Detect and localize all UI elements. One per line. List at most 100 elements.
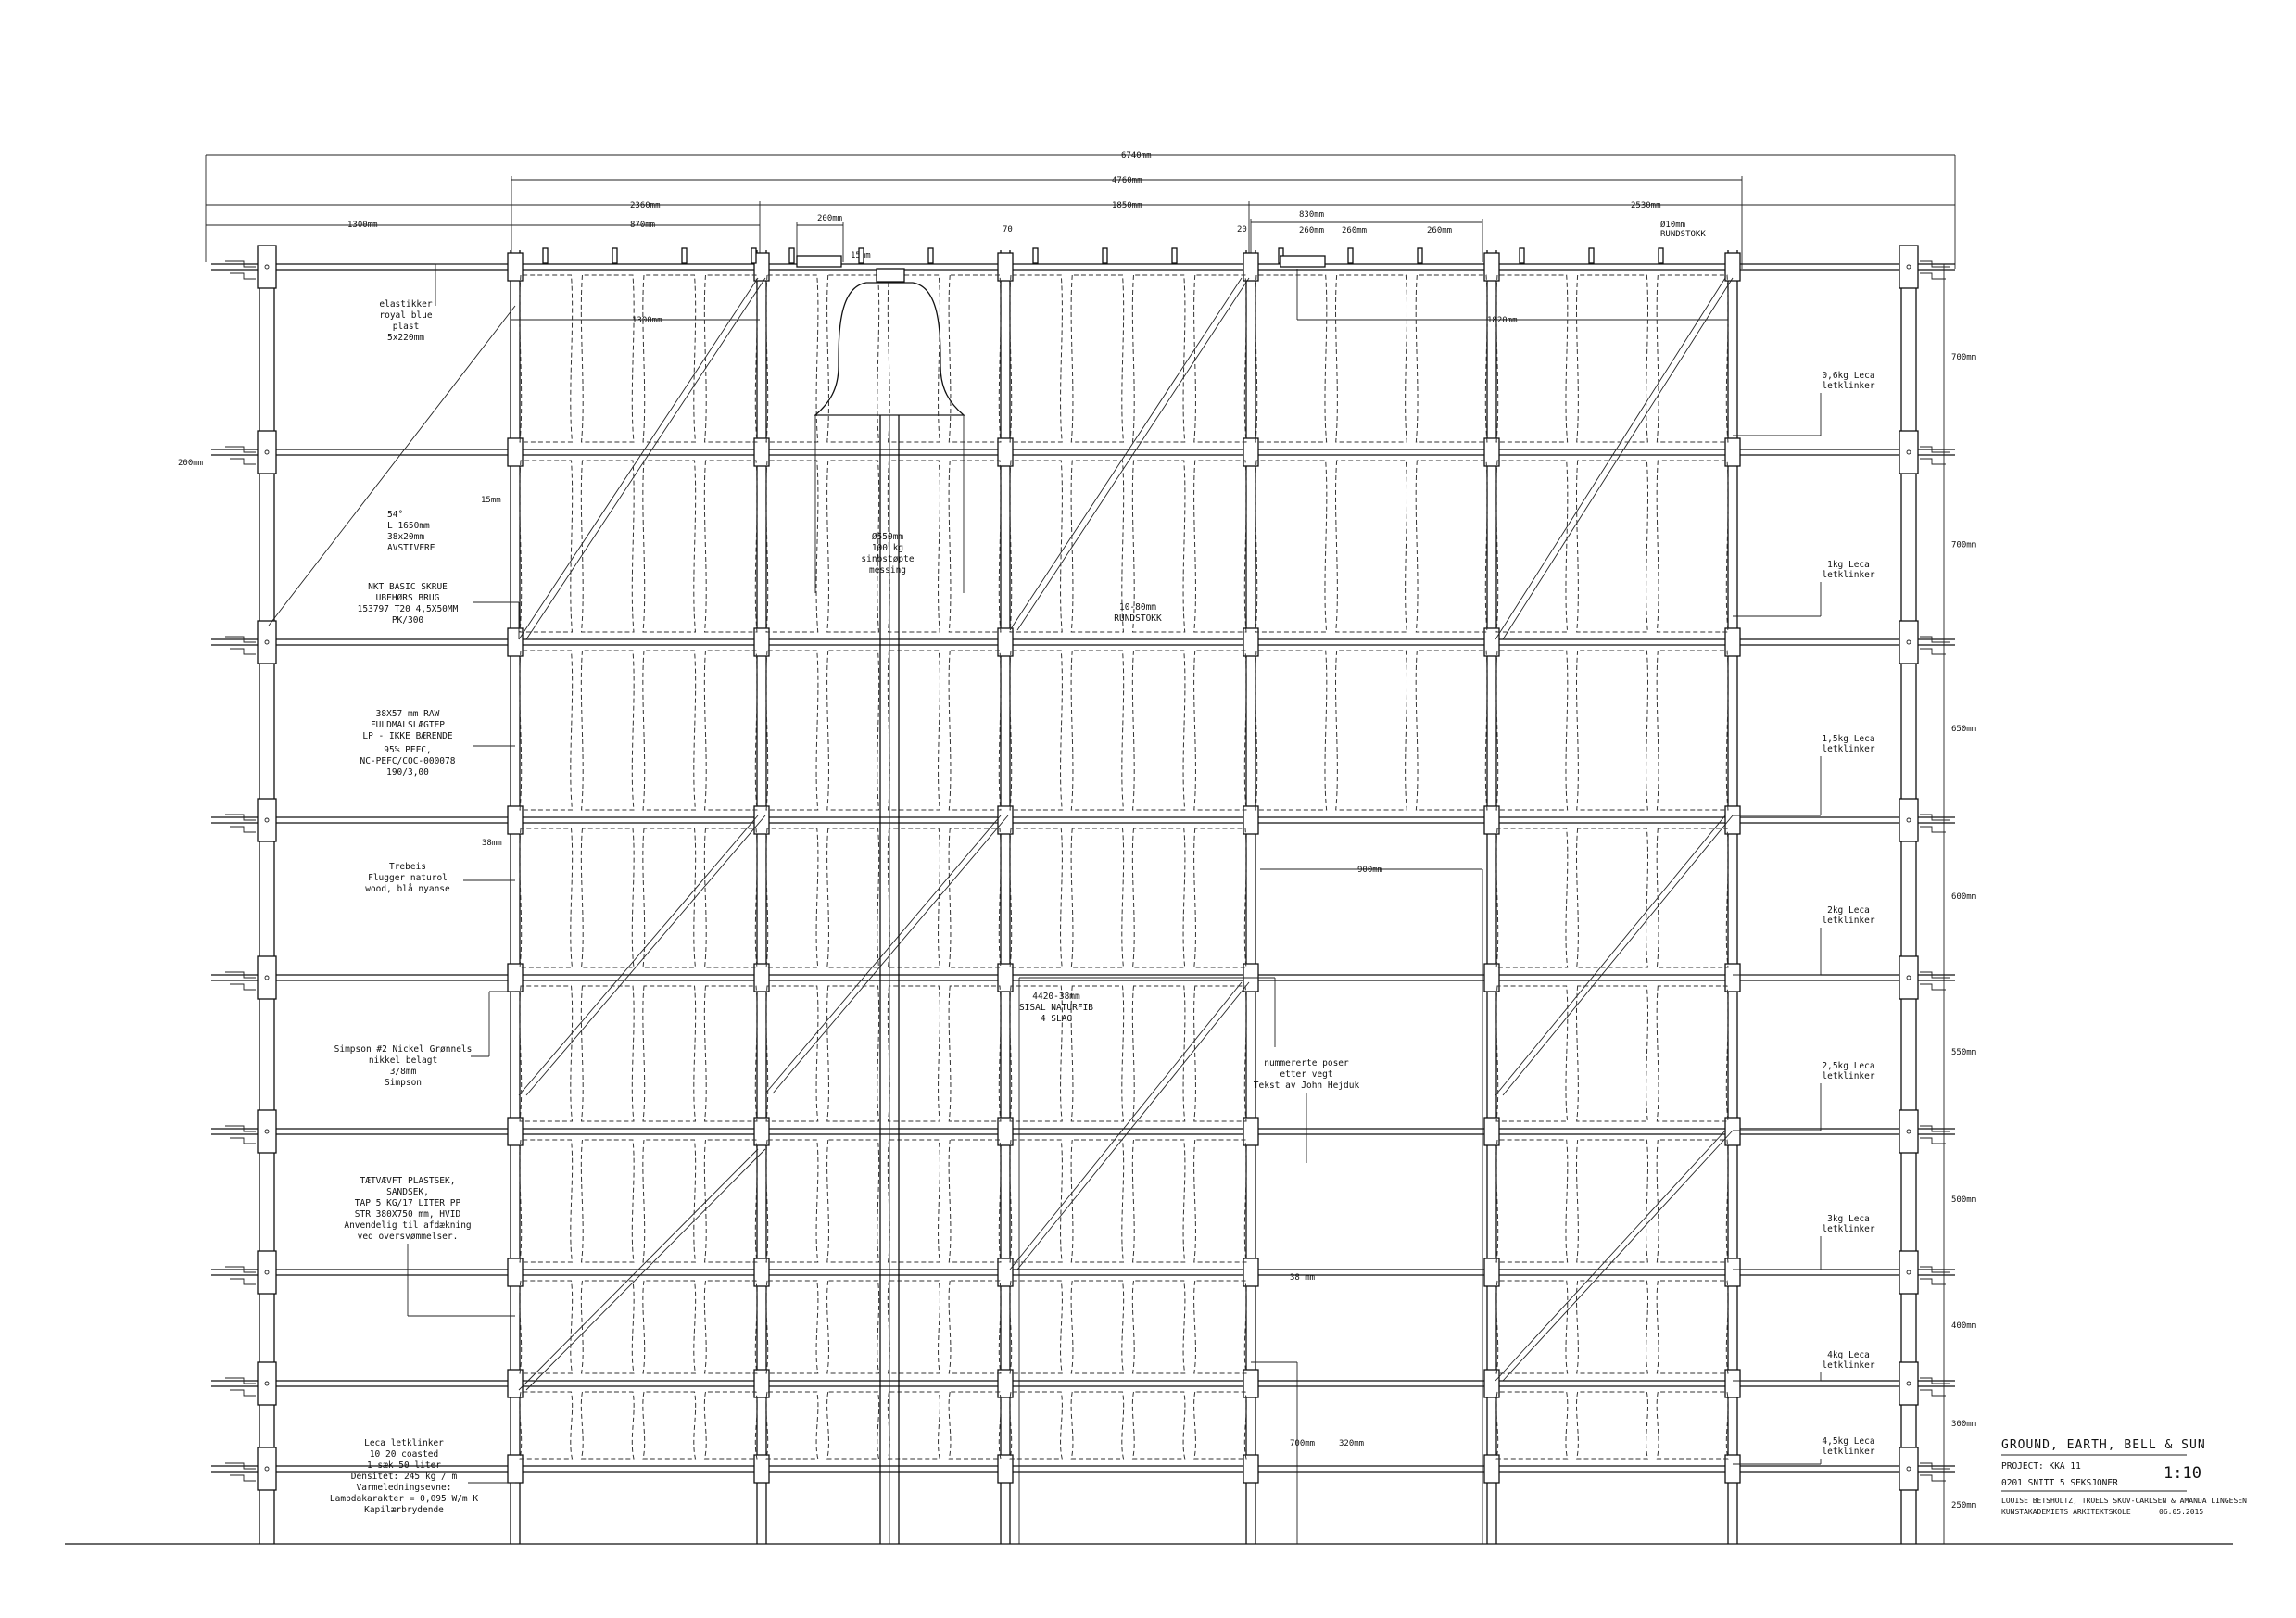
sandbag <box>887 828 940 968</box>
dim-260c: 260mm <box>1427 226 1452 235</box>
post-clamp <box>257 1250 277 1295</box>
right-note-3-line-2: letklinker <box>1822 744 1874 754</box>
bracket <box>1920 636 1950 643</box>
sandbag <box>1070 1280 1125 1374</box>
diagonal-brace <box>1495 1130 1726 1382</box>
post-joint <box>1724 805 1741 835</box>
note-angle-1: 54° <box>387 510 403 520</box>
dim-rod2: RUNDSTOKK <box>1660 230 1706 239</box>
right-note-5-line-2: letklinker <box>1822 1071 1874 1081</box>
sandbag <box>1576 274 1648 443</box>
diagonal-brace <box>1495 815 1726 1096</box>
note-simpson-2: nikkel belagt <box>369 1055 437 1066</box>
timber-frame <box>211 245 1955 1544</box>
sandbag <box>887 274 940 443</box>
post-joint <box>1483 627 1500 657</box>
bracket <box>225 260 256 268</box>
bracket <box>1920 814 1950 821</box>
peg <box>751 247 757 264</box>
bell <box>814 268 965 1544</box>
sandbag <box>1070 274 1125 443</box>
sandbag <box>1495 460 1569 633</box>
bracket <box>1920 1266 1950 1273</box>
post-clamp <box>1899 1250 1919 1295</box>
sandbag <box>1656 274 1729 443</box>
post-joint <box>1243 1369 1259 1398</box>
sandbag <box>1131 460 1186 633</box>
note-bags-1: nummererte poser <box>1264 1058 1349 1068</box>
post-joint <box>753 627 770 657</box>
diagonal-brace <box>525 277 766 640</box>
bracket <box>230 983 256 991</box>
post-joint <box>997 1258 1014 1287</box>
note-simpson-3: 3/8mm <box>390 1067 417 1077</box>
sandbag <box>1193 985 1247 1122</box>
dim-200-left: 200mm <box>178 459 203 468</box>
note-bell-1: Ø550mm <box>872 532 904 542</box>
bracket <box>1920 458 1946 465</box>
bolt <box>1906 1381 1911 1386</box>
sandbag <box>1009 1391 1063 1460</box>
sandbag <box>1009 650 1063 811</box>
post-clamp <box>257 1361 277 1406</box>
sandbag <box>826 274 880 443</box>
dim-70: 70 <box>1003 225 1013 234</box>
dim-260b: 260mm <box>1342 226 1367 235</box>
sandbag <box>948 274 1002 443</box>
post-joint <box>1243 1258 1259 1287</box>
note-bell-4: messing <box>869 565 906 575</box>
right-note-2-line-2: letklinker <box>1822 570 1874 580</box>
post-joint <box>1483 1454 1500 1484</box>
sandbag <box>580 274 635 443</box>
sandbag <box>519 1139 574 1263</box>
sandbag <box>887 460 940 633</box>
note-screw-3: 153797 T20 4,5X50MM <box>358 604 459 614</box>
note-screw-1: NKT BASIC SKRUE <box>368 582 448 592</box>
sandbag <box>1131 985 1186 1122</box>
post-clamp <box>257 430 277 474</box>
sandbag <box>1495 1139 1569 1263</box>
note-rope-1: 4420-38mm <box>1032 992 1080 1002</box>
post-clamp <box>1899 1361 1919 1406</box>
sandbag <box>1193 828 1247 968</box>
sandbag <box>1009 274 1063 443</box>
note-timber-7: 190/3,00 <box>386 767 429 777</box>
sandbag <box>1131 1391 1186 1460</box>
dim-38-center: 38 mm <box>1290 1273 1315 1283</box>
sandbag <box>519 1391 574 1460</box>
sandbag <box>1415 650 1488 811</box>
bracket <box>1920 648 1946 655</box>
dim-left: 2360mm <box>630 201 661 210</box>
post-joint <box>1243 1454 1259 1484</box>
sandbag <box>1070 1391 1125 1460</box>
post-joint <box>1243 252 1259 282</box>
dim-320: 320mm <box>1339 1439 1364 1448</box>
sandbag <box>1193 1391 1247 1460</box>
bolt <box>264 1466 270 1472</box>
sandbag <box>948 650 1002 811</box>
sandbag <box>703 985 758 1122</box>
sandbag <box>1009 1280 1063 1374</box>
post-clamp <box>1899 1109 1919 1154</box>
bracket <box>1920 1137 1946 1144</box>
sandbag <box>887 985 940 1122</box>
sandbag <box>1131 1139 1186 1263</box>
post-joint <box>1724 963 1741 992</box>
note-paint: Trebeis Flugger naturol wood, blå nyanse <box>365 862 515 894</box>
bracket <box>1920 1125 1950 1132</box>
note-elastic-2: royal blue <box>379 310 432 321</box>
sandbag <box>1131 650 1186 811</box>
sandbag <box>1193 650 1247 811</box>
bracket <box>1920 446 1950 453</box>
dim-right: 2530mm <box>1631 201 1661 210</box>
post-joint <box>997 437 1014 467</box>
sandbag <box>887 1280 940 1374</box>
bracket <box>225 1266 256 1273</box>
peg <box>1347 247 1354 264</box>
note-bag-6: ved oversvømmelser. <box>358 1232 459 1242</box>
note-bag: TÆTVÆVFT PLASTSEK, SANDSEK, TAP 5 KG/17 … <box>344 1176 515 1317</box>
